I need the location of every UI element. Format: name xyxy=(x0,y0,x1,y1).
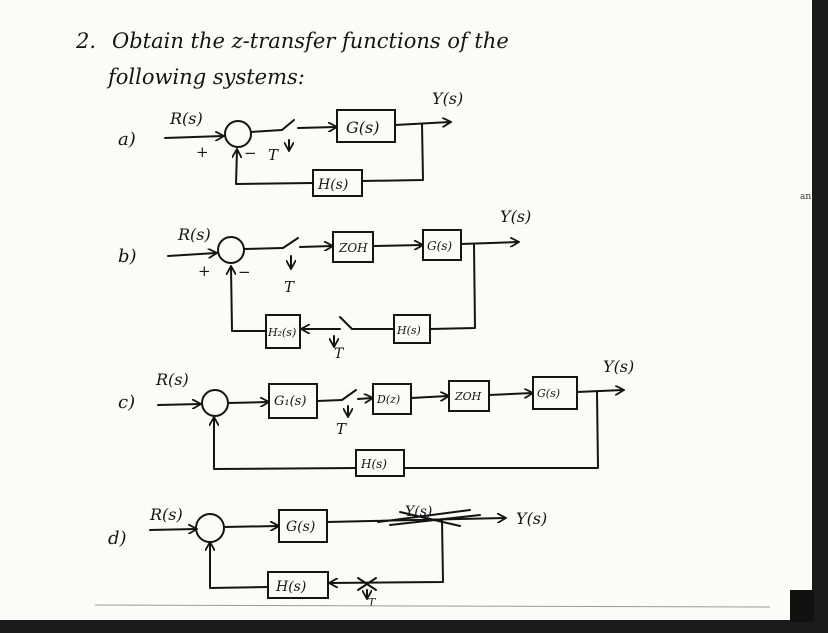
sampler-label-b: T xyxy=(284,278,295,296)
arrow-input-a xyxy=(164,136,223,138)
sign-minus-a: − xyxy=(244,144,257,162)
system-c: c) R(s) Y(s) G₁(s) T D(z) ZOH G(s) H(s) xyxy=(118,357,634,477)
block-zoh-c-label: ZOH xyxy=(454,390,482,403)
scan-border-right xyxy=(812,0,828,633)
feedback-path-b-2 xyxy=(231,267,267,332)
input-c: R(s) xyxy=(155,370,189,389)
label-c: c) xyxy=(118,392,135,413)
arrow-input-b xyxy=(167,253,216,256)
block-g-a-label: G(s) xyxy=(346,118,379,137)
sign-minus-b: − xyxy=(238,263,251,281)
sign-plus-a: + xyxy=(196,143,209,161)
output-b: Y(s) xyxy=(500,207,531,226)
sampler-switch-a xyxy=(281,119,295,131)
line-a-1 xyxy=(250,129,283,133)
sampler-switch-b xyxy=(282,237,299,249)
question-line-2: following systems: xyxy=(106,65,305,89)
sampler-switch-b2 xyxy=(339,316,353,330)
block-g-c-label: G(s) xyxy=(537,387,560,400)
arrow-to-zoh-c xyxy=(410,396,448,398)
block-d-c-label: D(z) xyxy=(376,393,400,406)
sign-plus-b: + xyxy=(198,262,211,280)
question-line-1: Obtain the z-transfer functions of the xyxy=(112,29,509,53)
arrow-to-g1-c xyxy=(227,402,268,403)
block-h-c xyxy=(355,449,405,477)
page-rule xyxy=(94,604,771,608)
arrow-to-g-a xyxy=(297,127,336,128)
output-d: Y(s) xyxy=(516,509,547,528)
block-h2-b-label: H₂(s) xyxy=(267,326,296,339)
output-c: Y(s) xyxy=(603,357,634,376)
block-h-d xyxy=(267,571,329,599)
sampler-label-c: T xyxy=(336,420,347,438)
question-number: 2. xyxy=(75,29,96,53)
summing-junction-b xyxy=(217,236,245,264)
block-g1-c-label: G₁(s) xyxy=(274,394,306,409)
label-b: b) xyxy=(118,246,137,267)
sampler-label-a: T xyxy=(268,146,279,164)
label-d: d) xyxy=(108,528,127,549)
edge-mark: an xyxy=(800,192,812,202)
label-a: a) xyxy=(118,129,136,150)
output-a: Y(s) xyxy=(432,89,463,108)
arrow-to-d-c xyxy=(357,398,372,399)
sampler-label-d: T xyxy=(368,596,377,609)
scan-border-bottom xyxy=(0,620,828,633)
input-a: R(s) xyxy=(169,109,203,128)
input-b: R(s) xyxy=(177,225,211,244)
arrow-to-g-d xyxy=(223,526,278,527)
arrow-to-g-b xyxy=(372,245,422,246)
system-d: d) R(s) Y(s) G(s) Y(s) T H(s) xyxy=(108,504,547,609)
summing-junction-a xyxy=(224,120,252,148)
feedback-path-b-1 xyxy=(429,244,476,330)
summing-junction-d xyxy=(195,513,225,543)
arrow-input-d xyxy=(149,529,196,530)
feedback-path-a-1 xyxy=(361,123,424,182)
block-h-b-label: H(s) xyxy=(396,324,421,337)
input-d: R(s) xyxy=(149,505,183,524)
system-a: a) R(s) Y(s) + − T G(s) H(s) xyxy=(118,89,463,197)
sampler-switch-d xyxy=(357,577,377,591)
block-h-d-label: H(s) xyxy=(275,579,306,595)
block-h-a-label: H(s) xyxy=(317,177,348,193)
line-c-1 xyxy=(316,399,343,402)
feedback-path-d-2 xyxy=(210,543,269,589)
arrow-to-g-c xyxy=(488,393,532,395)
block-g-b xyxy=(422,229,462,261)
sampler-switch-c xyxy=(341,389,357,401)
arrow-output-b xyxy=(460,242,518,244)
block-zoh-b-label: ZOH xyxy=(338,241,368,255)
scan-corner-shadow xyxy=(790,590,814,622)
summing-junction-c xyxy=(201,389,229,417)
strike-scribble-d xyxy=(377,509,481,527)
line-b-1 xyxy=(243,247,284,250)
block-h-c-label: H(s) xyxy=(360,457,387,471)
diagram-canvas: 2. Obtain the z-transfer functions of th… xyxy=(75,29,771,609)
arrow-to-zoh-b xyxy=(299,246,332,247)
block-g-c xyxy=(532,376,578,410)
arrow-output-d xyxy=(326,518,505,522)
block-g-b-label: G(s) xyxy=(427,239,452,253)
sampler-label-b2: T xyxy=(334,346,345,362)
feedback-path-a-2 xyxy=(236,150,314,185)
system-b: b) R(s) Y(s) + − T ZOH G(s) H(s) T H₂(s) xyxy=(118,207,531,362)
block-g-d-label: G(s) xyxy=(286,519,315,535)
arrow-input-c xyxy=(157,404,200,405)
feedback-path-d-1 xyxy=(330,519,444,583)
block-g-d xyxy=(278,509,328,543)
feedback-path-c-1 xyxy=(403,391,599,469)
arrow-output-c xyxy=(576,390,623,392)
feedback-path-c-2 xyxy=(214,418,357,470)
